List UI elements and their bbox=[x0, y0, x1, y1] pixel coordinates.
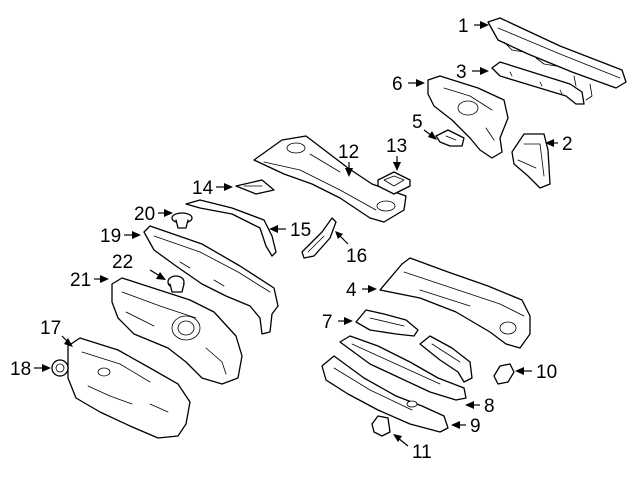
callout-18: 18 bbox=[10, 359, 51, 380]
part-10-small-clip bbox=[493, 363, 515, 385]
part-16-angled-bracket bbox=[301, 217, 337, 259]
callout-15: 15 bbox=[269, 220, 311, 241]
callout-label-17: 17 bbox=[40, 318, 61, 339]
callout-label-1: 1 bbox=[458, 16, 469, 37]
callout-13: 13 bbox=[386, 136, 407, 171]
part-19-cowl-lower-panel bbox=[143, 225, 279, 335]
callout-label-8: 8 bbox=[484, 396, 495, 417]
callout-7: 7 bbox=[322, 312, 353, 333]
part-17-lower-insulator bbox=[67, 337, 191, 439]
callout-6: 6 bbox=[392, 74, 425, 95]
callout-10: 10 bbox=[515, 362, 557, 383]
callout-8: 8 bbox=[465, 396, 495, 417]
callout-label-6: 6 bbox=[392, 74, 403, 95]
part-11-small-block bbox=[371, 415, 391, 437]
callout-11: 11 bbox=[393, 434, 432, 463]
part-6-side-panel bbox=[427, 75, 509, 159]
part-15-weatherstrip bbox=[185, 199, 277, 257]
callout-label-20: 20 bbox=[134, 204, 155, 225]
callout-label-10: 10 bbox=[536, 362, 557, 383]
callout-label-12: 12 bbox=[338, 142, 359, 163]
part-13-plug bbox=[377, 171, 411, 195]
callout-1: 1 bbox=[458, 16, 489, 37]
callout-20: 20 bbox=[134, 204, 173, 225]
callout-label-4: 4 bbox=[346, 280, 357, 301]
part-21-dash-insulator bbox=[111, 277, 243, 385]
callout-label-14: 14 bbox=[192, 178, 214, 199]
callout-label-3: 3 bbox=[456, 62, 467, 83]
part-9-bottom-rail bbox=[321, 355, 449, 433]
callout-9: 9 bbox=[451, 416, 481, 437]
callout-2: 2 bbox=[545, 134, 573, 155]
callout-14: 14 bbox=[192, 178, 233, 199]
part-22-grommet bbox=[167, 275, 185, 293]
callout-label-19: 19 bbox=[100, 226, 121, 247]
callout-label-7: 7 bbox=[322, 312, 333, 333]
part-20-clip bbox=[171, 212, 193, 229]
part-12-upper-cowl bbox=[253, 135, 407, 223]
part-4-dash-panel bbox=[379, 257, 531, 349]
part-3-cowl-bar bbox=[491, 61, 585, 105]
callout-5: 5 bbox=[412, 112, 437, 140]
callout-16: 16 bbox=[335, 231, 367, 267]
callout-17: 17 bbox=[40, 318, 73, 347]
callout-21: 21 bbox=[70, 270, 109, 291]
callout-label-16: 16 bbox=[346, 246, 367, 267]
callout-label-11: 11 bbox=[412, 442, 432, 463]
part-2-corner-bracket bbox=[511, 133, 551, 189]
part-5-small-bracket bbox=[435, 129, 465, 147]
callout-12: 12 bbox=[338, 142, 359, 177]
callout-19: 19 bbox=[100, 226, 141, 247]
callout-label-22: 22 bbox=[112, 252, 133, 273]
part-1-cowl-top-panel bbox=[487, 17, 627, 101]
part-14-small-strip bbox=[235, 179, 275, 195]
part-8b-side-rail bbox=[419, 335, 473, 383]
callout-label-15: 15 bbox=[290, 220, 311, 241]
callout-4: 4 bbox=[346, 280, 377, 301]
callout-label-21: 21 bbox=[70, 270, 91, 291]
callout-label-18: 18 bbox=[10, 359, 31, 380]
callout-label-13: 13 bbox=[386, 136, 407, 157]
callout-label-2: 2 bbox=[562, 134, 573, 155]
part-7-rail-bracket bbox=[355, 309, 419, 337]
part-8-lower-rail bbox=[339, 335, 467, 401]
callout-label-5: 5 bbox=[412, 112, 423, 133]
callout-label-9: 9 bbox=[470, 416, 481, 437]
callout-22: 22 bbox=[112, 252, 166, 280]
callout-3: 3 bbox=[456, 62, 489, 83]
part-18-round-grommet bbox=[51, 359, 69, 377]
